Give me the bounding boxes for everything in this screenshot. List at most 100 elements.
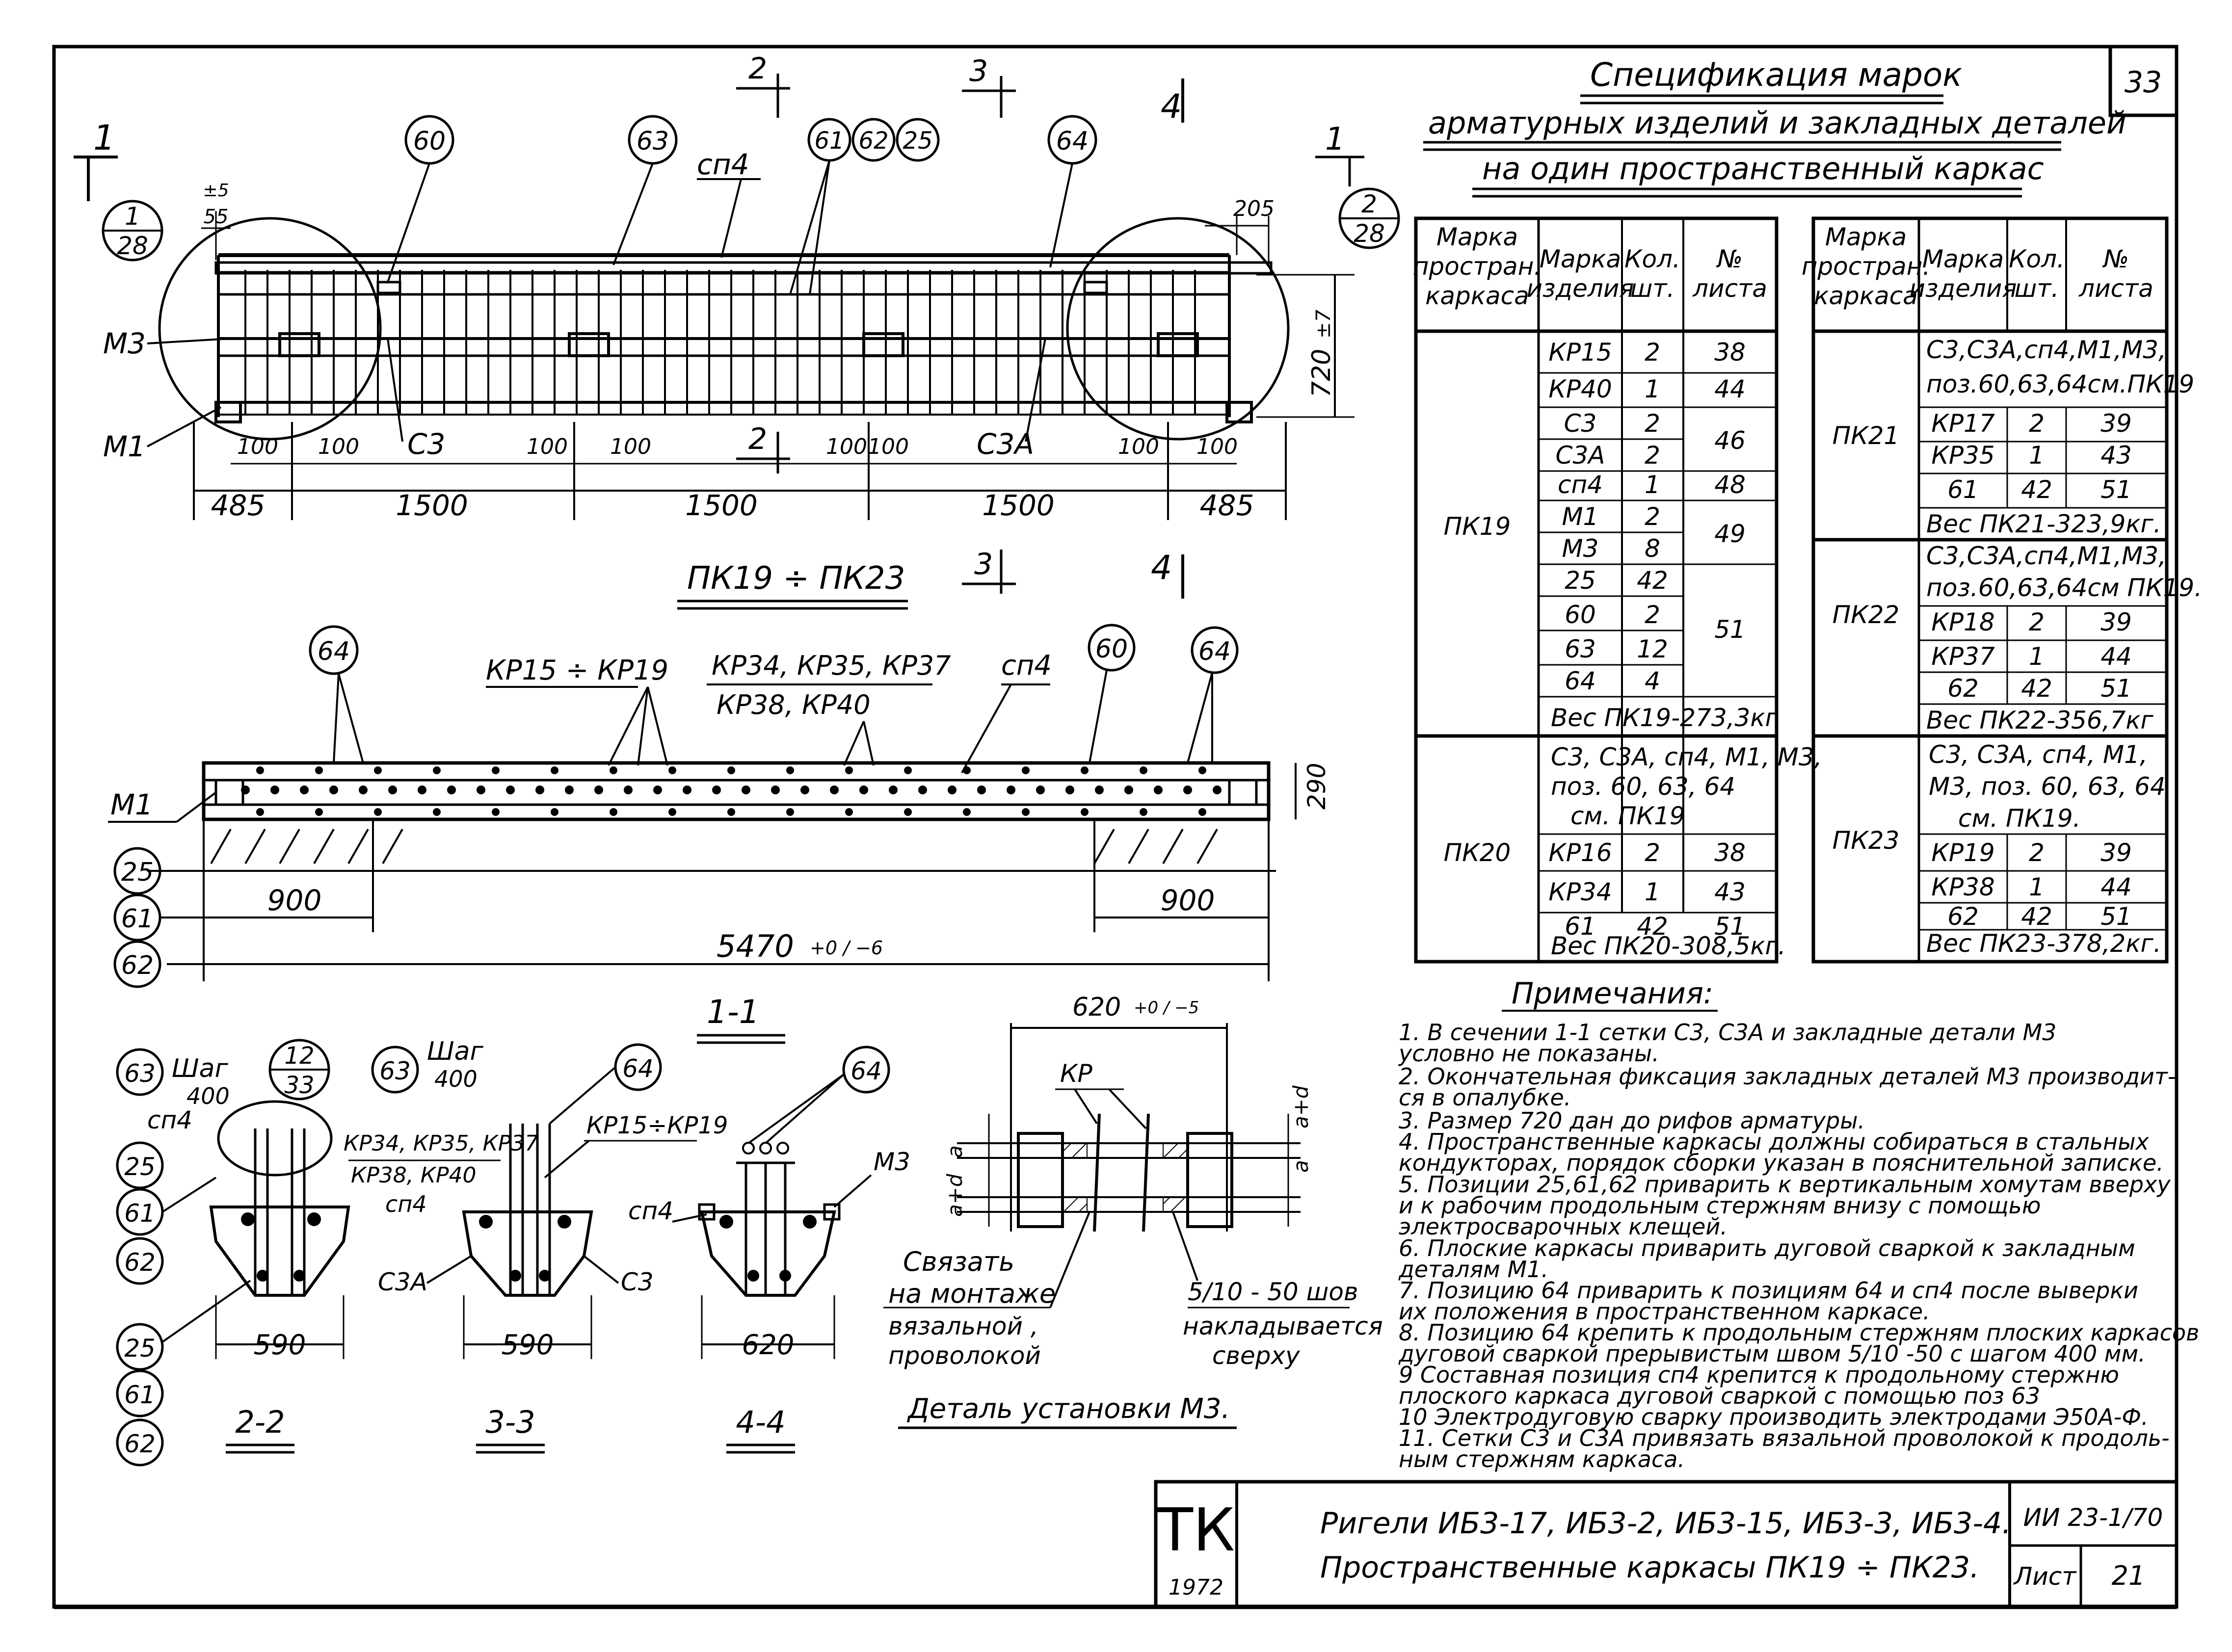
svg-text:42: 42 <box>2021 674 2052 703</box>
svg-text:2: 2 <box>2029 608 2045 636</box>
title-line-2: Пространственные каркасы ПК19 ÷ ПК23. <box>1320 1550 1979 1585</box>
svg-text:сп4: сп4 <box>385 1191 427 1217</box>
svg-text:а: а <box>943 1145 967 1158</box>
svg-text:2-2: 2-2 <box>235 1404 285 1440</box>
svg-text:накладывается: накладывается <box>1183 1312 1383 1340</box>
svg-text:ПК21: ПК21 <box>1833 421 1900 450</box>
svg-text:Вес ПК20-308,5кг.: Вес ПК20-308,5кг. <box>1551 932 1786 960</box>
svg-text:2: 2 <box>2029 409 2045 438</box>
detail-m3: 620 +0 / −5 КР а а+d а+d а Связать на мо… <box>883 993 1383 1429</box>
svg-text:64: 64 <box>1056 127 1089 156</box>
svg-text:Связать: Связать <box>903 1246 1014 1277</box>
svg-text:изделия: изделия <box>1910 274 2017 303</box>
section-mark-4-top: 4 <box>1161 79 1184 126</box>
svg-text:38: 38 <box>1714 839 1746 867</box>
svg-text:3-3: 3-3 <box>485 1404 535 1440</box>
svg-text:3: 3 <box>974 547 993 581</box>
svg-text:каркаса: каркаса <box>1814 282 1918 310</box>
svg-text:ным стержням каркаса.: ным стержням каркаса. <box>1399 1446 1685 1472</box>
svg-text:а: а <box>1289 1160 1313 1173</box>
tk-logo: ТК <box>1157 1496 1235 1565</box>
svg-text:8. Позицию 64 крепить к продо: 8. Позицию 64 крепить к продольным стерж… <box>1399 1319 2199 1346</box>
svg-text:кондукторах, порядок сборки ук: кондукторах, порядок сборки указан в поя… <box>1399 1150 2164 1176</box>
svg-text:и к рабочим продольным стержня: и к рабочим продольным стержням внизу с … <box>1399 1192 2041 1219</box>
svg-text:электросварочных клещей.: электросварочных клещей. <box>1399 1213 1727 1240</box>
svg-text:2: 2 <box>1645 441 1660 470</box>
svg-text:их положения в пространственно: их положения в пространственном каркасе. <box>1399 1298 1930 1325</box>
svg-text:6. Плоские каркасы приварить: 6. Плоские каркасы приварить дуговой сва… <box>1399 1235 2135 1261</box>
svg-text:ПК23: ПК23 <box>1833 826 1900 855</box>
sec-callout-61: 61 <box>116 1177 217 1236</box>
sec-callout-25b: 25 <box>116 1280 251 1371</box>
sec-callout-62: 62 <box>116 1237 164 1285</box>
svg-text:листа: листа <box>2078 274 2153 303</box>
svg-text:КР35: КР35 <box>1931 441 1994 470</box>
svg-text:51: 51 <box>1714 615 1746 644</box>
svg-text:61: 61 <box>121 904 154 934</box>
doc-code: ИИ 23-1/70 <box>2023 1503 2163 1532</box>
svg-text:1: 1 <box>1645 878 1660 906</box>
svg-text:62: 62 <box>124 1430 156 1458</box>
svg-text:100: 100 <box>237 434 278 459</box>
spec-table-right: Марка простран. каркаса Марка изделия Ко… <box>1802 216 2202 964</box>
svg-text:простран.: простран. <box>1802 252 1931 281</box>
label-c3a: С3А <box>977 427 1034 461</box>
callout-63: 63 <box>612 115 678 265</box>
callout-62: 62 <box>851 118 896 162</box>
sec-callout-63: 63 <box>116 1048 164 1096</box>
svg-text:46: 46 <box>1714 426 1746 455</box>
svg-text:листа: листа <box>1692 274 1767 303</box>
svg-text:Вес ПК23-378,2кг.: Вес ПК23-378,2кг. <box>1926 929 2161 958</box>
svg-text:620: 620 <box>1072 993 1121 1022</box>
svg-text:вязальной ,: вязальной , <box>888 1312 1038 1340</box>
svg-text:61: 61 <box>814 127 844 155</box>
svg-text:Вес ПК22-356,7кг: Вес ПК22-356,7кг <box>1926 706 2154 734</box>
sheet-number-box: 33 <box>2108 45 2179 117</box>
svg-text:С3А: С3А <box>378 1268 427 1296</box>
svg-text:ПК19: ПК19 <box>1444 512 1511 541</box>
svg-text:25: 25 <box>1565 566 1596 595</box>
svg-text:620: 620 <box>742 1329 795 1361</box>
dim-55: 55 <box>204 206 229 228</box>
section-mark-4-bottom: 4 <box>1151 549 1184 599</box>
svg-text:3: 3 <box>969 54 988 88</box>
svg-text:КР18: КР18 <box>1931 608 1994 636</box>
svg-text:1: 1 <box>1645 375 1660 403</box>
svg-text:2: 2 <box>1645 502 1660 531</box>
svg-text:Кол.: Кол. <box>1624 245 1680 273</box>
svg-text:деталям М1.: деталям М1. <box>1398 1256 1548 1283</box>
section-mark-3-bottom: 3 <box>962 547 1016 594</box>
svg-text:ПК22: ПК22 <box>1833 601 1900 629</box>
svg-text:арматурных изделий и закладных: арматурных изделий и закладных деталей <box>1428 105 2126 141</box>
svg-text:64: 64 <box>622 1054 654 1083</box>
svg-text:51: 51 <box>2100 902 2132 931</box>
svg-text:1: 1 <box>125 202 140 231</box>
svg-text:51: 51 <box>2100 674 2132 703</box>
spec-title: Спецификация марок арматурных изделий и … <box>1423 56 2126 198</box>
ref-12-33: 12 33 <box>268 1039 330 1101</box>
svg-text:шт.: шт. <box>1630 274 1675 303</box>
title-block: ТК 1972 Ригели ИБ3-17, ИБ3-2, ИБ3-15, ИБ… <box>1154 1480 2179 1609</box>
svg-text:Кол.: Кол. <box>2009 245 2065 273</box>
svg-text:2: 2 <box>1645 409 1660 438</box>
svg-text:2: 2 <box>1645 839 1660 867</box>
dim-1500-c: 1500 <box>982 489 1055 522</box>
svg-text:М3, поз. 60, 63, 64: М3, поз. 60, 63, 64 <box>1929 772 2166 801</box>
dim-205: 205 <box>1233 196 1275 221</box>
section-mark-2-top: 2 <box>736 52 790 118</box>
plan-total-tolerance: +0 / −6 <box>810 937 883 959</box>
plan-callout-60: 60 <box>1088 624 1136 763</box>
sec-callout-63b: 63 <box>371 1046 419 1094</box>
svg-text:25: 25 <box>903 127 932 155</box>
svg-text:а+d: а+d <box>943 1174 967 1217</box>
svg-text:39: 39 <box>2100 839 2132 867</box>
svg-text:4-4: 4-4 <box>736 1404 785 1440</box>
svg-text:42: 42 <box>2021 902 2052 931</box>
svg-text:Вес ПК21-323,9кг.: Вес ПК21-323,9кг. <box>1926 510 2161 538</box>
main-elevation-view: 485 1500 1500 1500 485 205 720 ±7 55 ±5 … <box>74 52 1400 610</box>
label-m1-plan: М1 <box>110 788 153 821</box>
sec-callout-25: 25 <box>116 1141 164 1189</box>
svg-text:КР16: КР16 <box>1548 839 1612 867</box>
title-line-1: Ригели ИБ3-17, ИБ3-2, ИБ3-15, ИБ3-3, ИБ3… <box>1320 1506 2011 1541</box>
svg-text:изделия: изделия <box>1527 274 1634 303</box>
